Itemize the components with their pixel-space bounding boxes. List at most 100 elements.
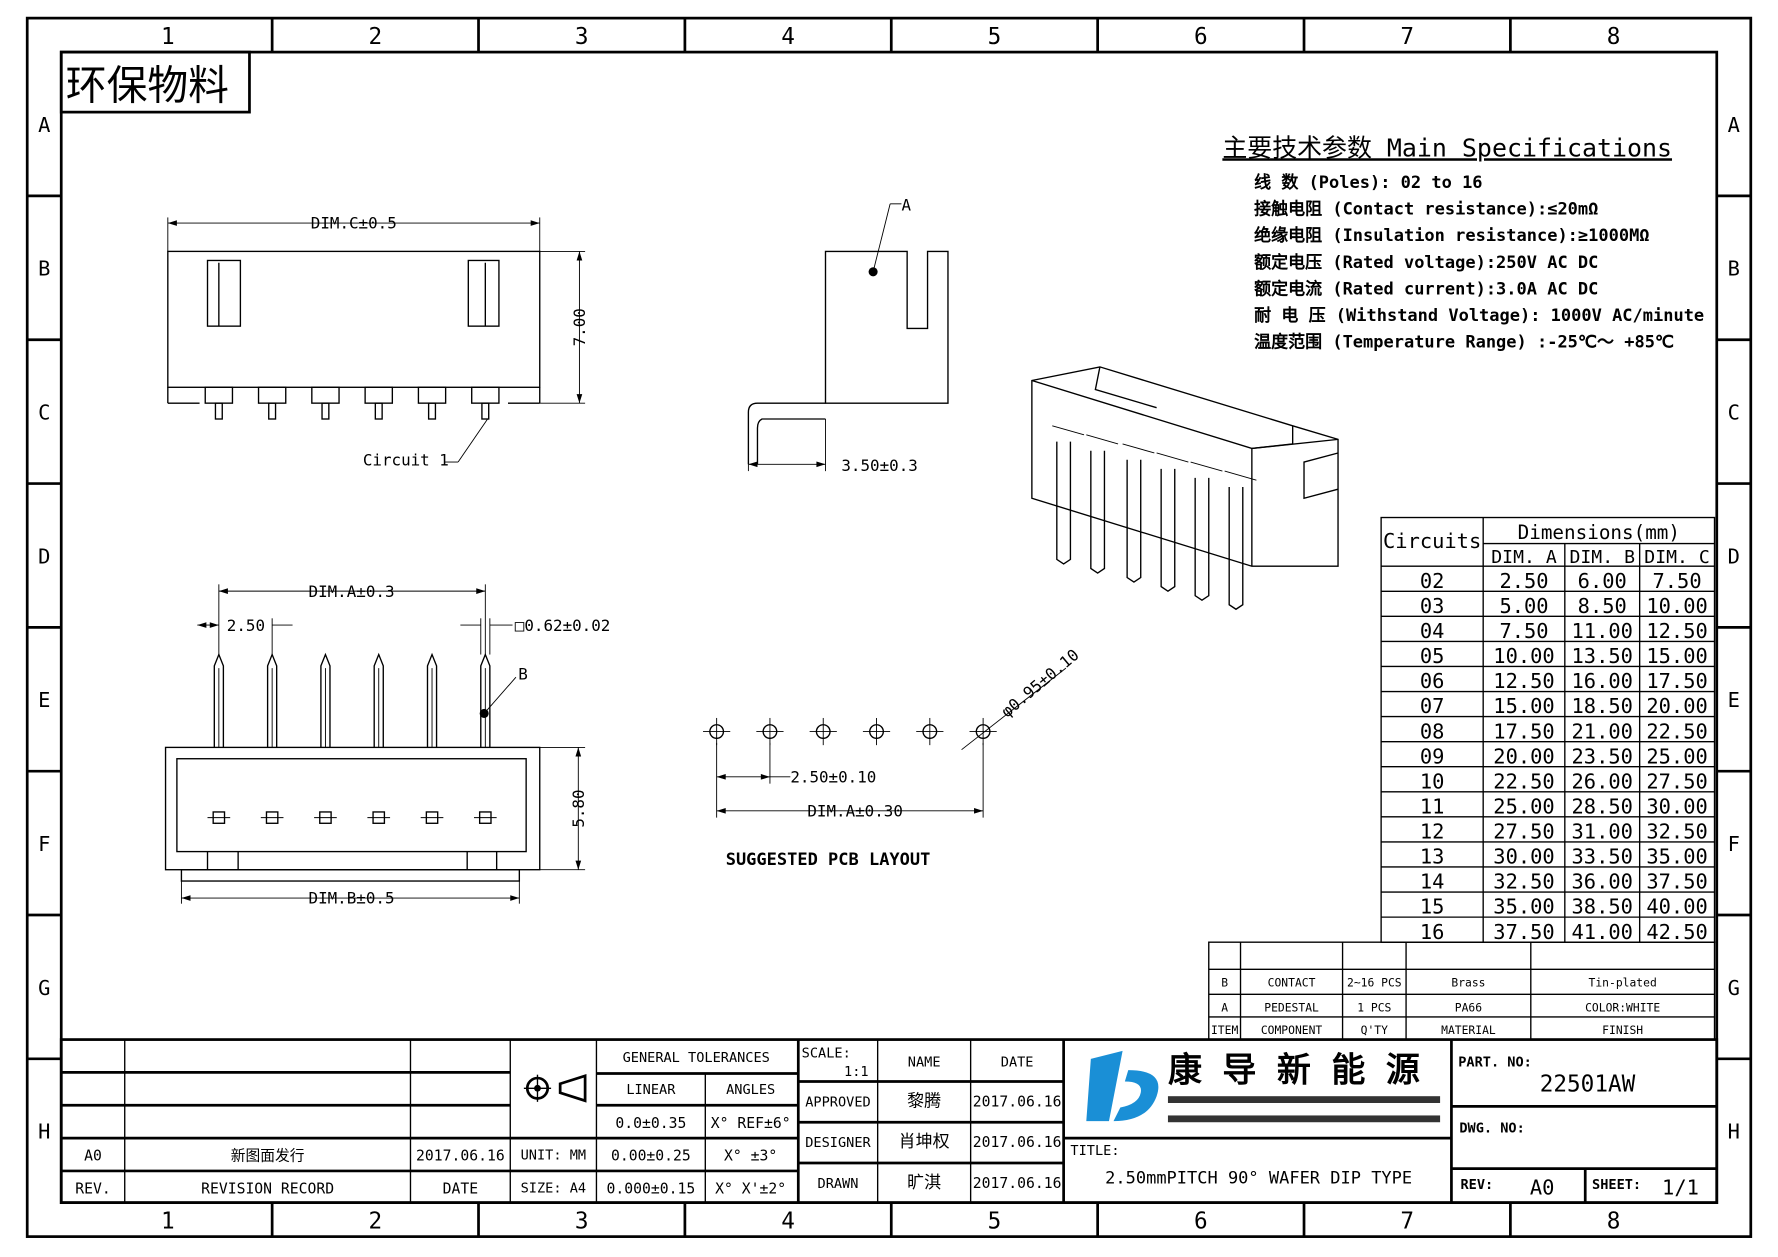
dim-a-label: DIM.A±0.3 — [309, 582, 395, 601]
table-cell: 05 — [1420, 644, 1445, 668]
angles-header: ANGLES — [726, 1082, 775, 1098]
table-cell: 06 — [1420, 669, 1445, 693]
pcb-pitch-label: 2.50±0.10 — [790, 768, 876, 787]
pin-foot — [257, 386, 287, 404]
signer-name: 旷淇 — [907, 1173, 941, 1193]
zone-column-label: 6 — [1194, 24, 1208, 50]
rev-cell: 新图面发行 — [231, 1148, 305, 1165]
zone-column-label: 2 — [369, 1209, 383, 1235]
table-cell: 31.00 — [1572, 820, 1633, 844]
table-cell: 16 — [1420, 920, 1445, 944]
dwg-no-label: DWG. NO: — [1459, 1120, 1524, 1136]
part-no-label: PART. NO: — [1458, 1055, 1532, 1071]
circuit-1-label: Circuit 1 — [363, 450, 449, 469]
line — [1190, 461, 1223, 472]
pin-tail — [374, 402, 383, 420]
bom-cell: Tin-plated — [1589, 975, 1657, 989]
pin-foot — [204, 386, 234, 404]
eco-material-stamp: 环保物料 — [66, 62, 229, 110]
table-cell: 22.50 — [1646, 719, 1707, 743]
zone-column-label: 3 — [575, 1209, 589, 1235]
table-cell: 37.50 — [1646, 870, 1707, 894]
pin-tail — [214, 402, 223, 420]
sheet-label: SHEET: — [1592, 1177, 1641, 1193]
table-cell: 15.00 — [1646, 644, 1707, 668]
company-logo — [1086, 1050, 1159, 1122]
pin-foot — [471, 386, 500, 404]
table-cell: 35.00 — [1646, 845, 1707, 869]
bom-cell: COMPONENT — [1261, 1023, 1323, 1037]
zone-row-label: F — [38, 832, 50, 856]
zone-column-label: 7 — [1400, 1209, 1414, 1235]
zone-row-label: H — [38, 1120, 50, 1144]
zone-row-label: D — [1728, 544, 1740, 568]
zone-column-label: 7 — [1400, 24, 1414, 50]
front-pin — [426, 652, 438, 748]
eco-stamp-box — [59, 50, 251, 114]
isometric-housing — [1031, 366, 1339, 567]
spec-line: 耐 电 压 (Withstand Voltage): 1000V AC/minu… — [1254, 305, 1704, 326]
drawing-frame — [25, 16, 1753, 1238]
bom-cell: Brass — [1451, 975, 1485, 989]
unit-label: UNIT: MM — [521, 1148, 586, 1164]
date-header: DATE — [1001, 1055, 1034, 1071]
pin-tail — [321, 402, 330, 420]
tolerances-title: GENERAL TOLERANCES — [623, 1050, 770, 1066]
name-header: NAME — [908, 1055, 941, 1071]
signoff-date: 2017.06.16 — [973, 1134, 1062, 1151]
pitch-label: 2.50 — [227, 616, 265, 635]
bom-cell: COLOR:WHITE — [1585, 1000, 1660, 1014]
hole-dia-label: φ0.95±0.10 — [997, 645, 1082, 721]
rev-cell: DATE — [443, 1181, 478, 1198]
pcb-dim-a-label: DIM.A±0.30 — [807, 801, 903, 820]
table-cell: 10.00 — [1646, 594, 1707, 618]
bom-cell: ITEM — [1211, 1023, 1238, 1037]
spec-line: 额定电压 (Rated voltage):250V AC DC — [1254, 252, 1598, 273]
table-cell: 33.50 — [1572, 845, 1633, 869]
leader-b-label: B — [518, 664, 528, 683]
sheet-value: 1/1 — [1662, 1176, 1699, 1200]
side-dim-label: 3.50±0.3 — [841, 456, 917, 475]
table-cell: 35.00 — [1493, 895, 1554, 919]
rev-cell: 2017.06.16 — [416, 1148, 505, 1165]
pin-size-label: □0.62±0.02 — [515, 616, 611, 635]
table-cell: 13 — [1420, 845, 1445, 869]
table-cell: 26.00 — [1572, 769, 1633, 793]
isometric-pin — [1126, 459, 1142, 583]
table-cell: 2.50 — [1499, 569, 1548, 593]
spec-line: 线 数 (Poles): 02 to 16 — [1254, 172, 1482, 193]
side-view-pin — [747, 402, 826, 465]
signer-name: 肖坤权 — [899, 1132, 950, 1152]
zone-row-label: C — [1728, 401, 1740, 425]
dimensions-header: Dimensions(mm) — [1518, 521, 1680, 544]
zone-column-label: 4 — [781, 1209, 795, 1235]
bom-cell: B — [1221, 975, 1228, 989]
spec-line: 接触电阻 (Contact resistance):≤20mΩ — [1254, 199, 1598, 220]
height-label: 7.00 — [570, 308, 589, 346]
role-label: DRAWN — [818, 1176, 859, 1192]
table-cell: 12.50 — [1646, 619, 1707, 643]
table-cell: 23.50 — [1572, 744, 1633, 768]
rev-cell: REVISION RECORD — [201, 1181, 334, 1198]
zone-column-label: 5 — [988, 1209, 1002, 1235]
title-block — [59, 1038, 1719, 1205]
pin-tail — [268, 402, 277, 420]
isometric-pin — [1090, 450, 1106, 574]
role-label: DESIGNER — [805, 1135, 871, 1151]
line — [961, 667, 1067, 751]
zone-row-label: B — [38, 257, 50, 281]
isometric-pin — [1056, 441, 1072, 565]
zone-column-label: 1 — [161, 24, 175, 50]
zone-row-label: G — [1728, 976, 1740, 1000]
table-cell: 03 — [1420, 594, 1445, 618]
zone-row-label: E — [1728, 688, 1740, 712]
line — [483, 676, 517, 714]
table-cell: 22.50 — [1493, 769, 1554, 793]
table-cell: 5.00 — [1499, 594, 1548, 618]
line — [1156, 452, 1189, 463]
dim-c-header: DIM. C — [1644, 547, 1710, 568]
zone-row-label: C — [38, 401, 50, 425]
zone-column-label: 2 — [369, 24, 383, 50]
company-contact-line — [1167, 1096, 1441, 1103]
